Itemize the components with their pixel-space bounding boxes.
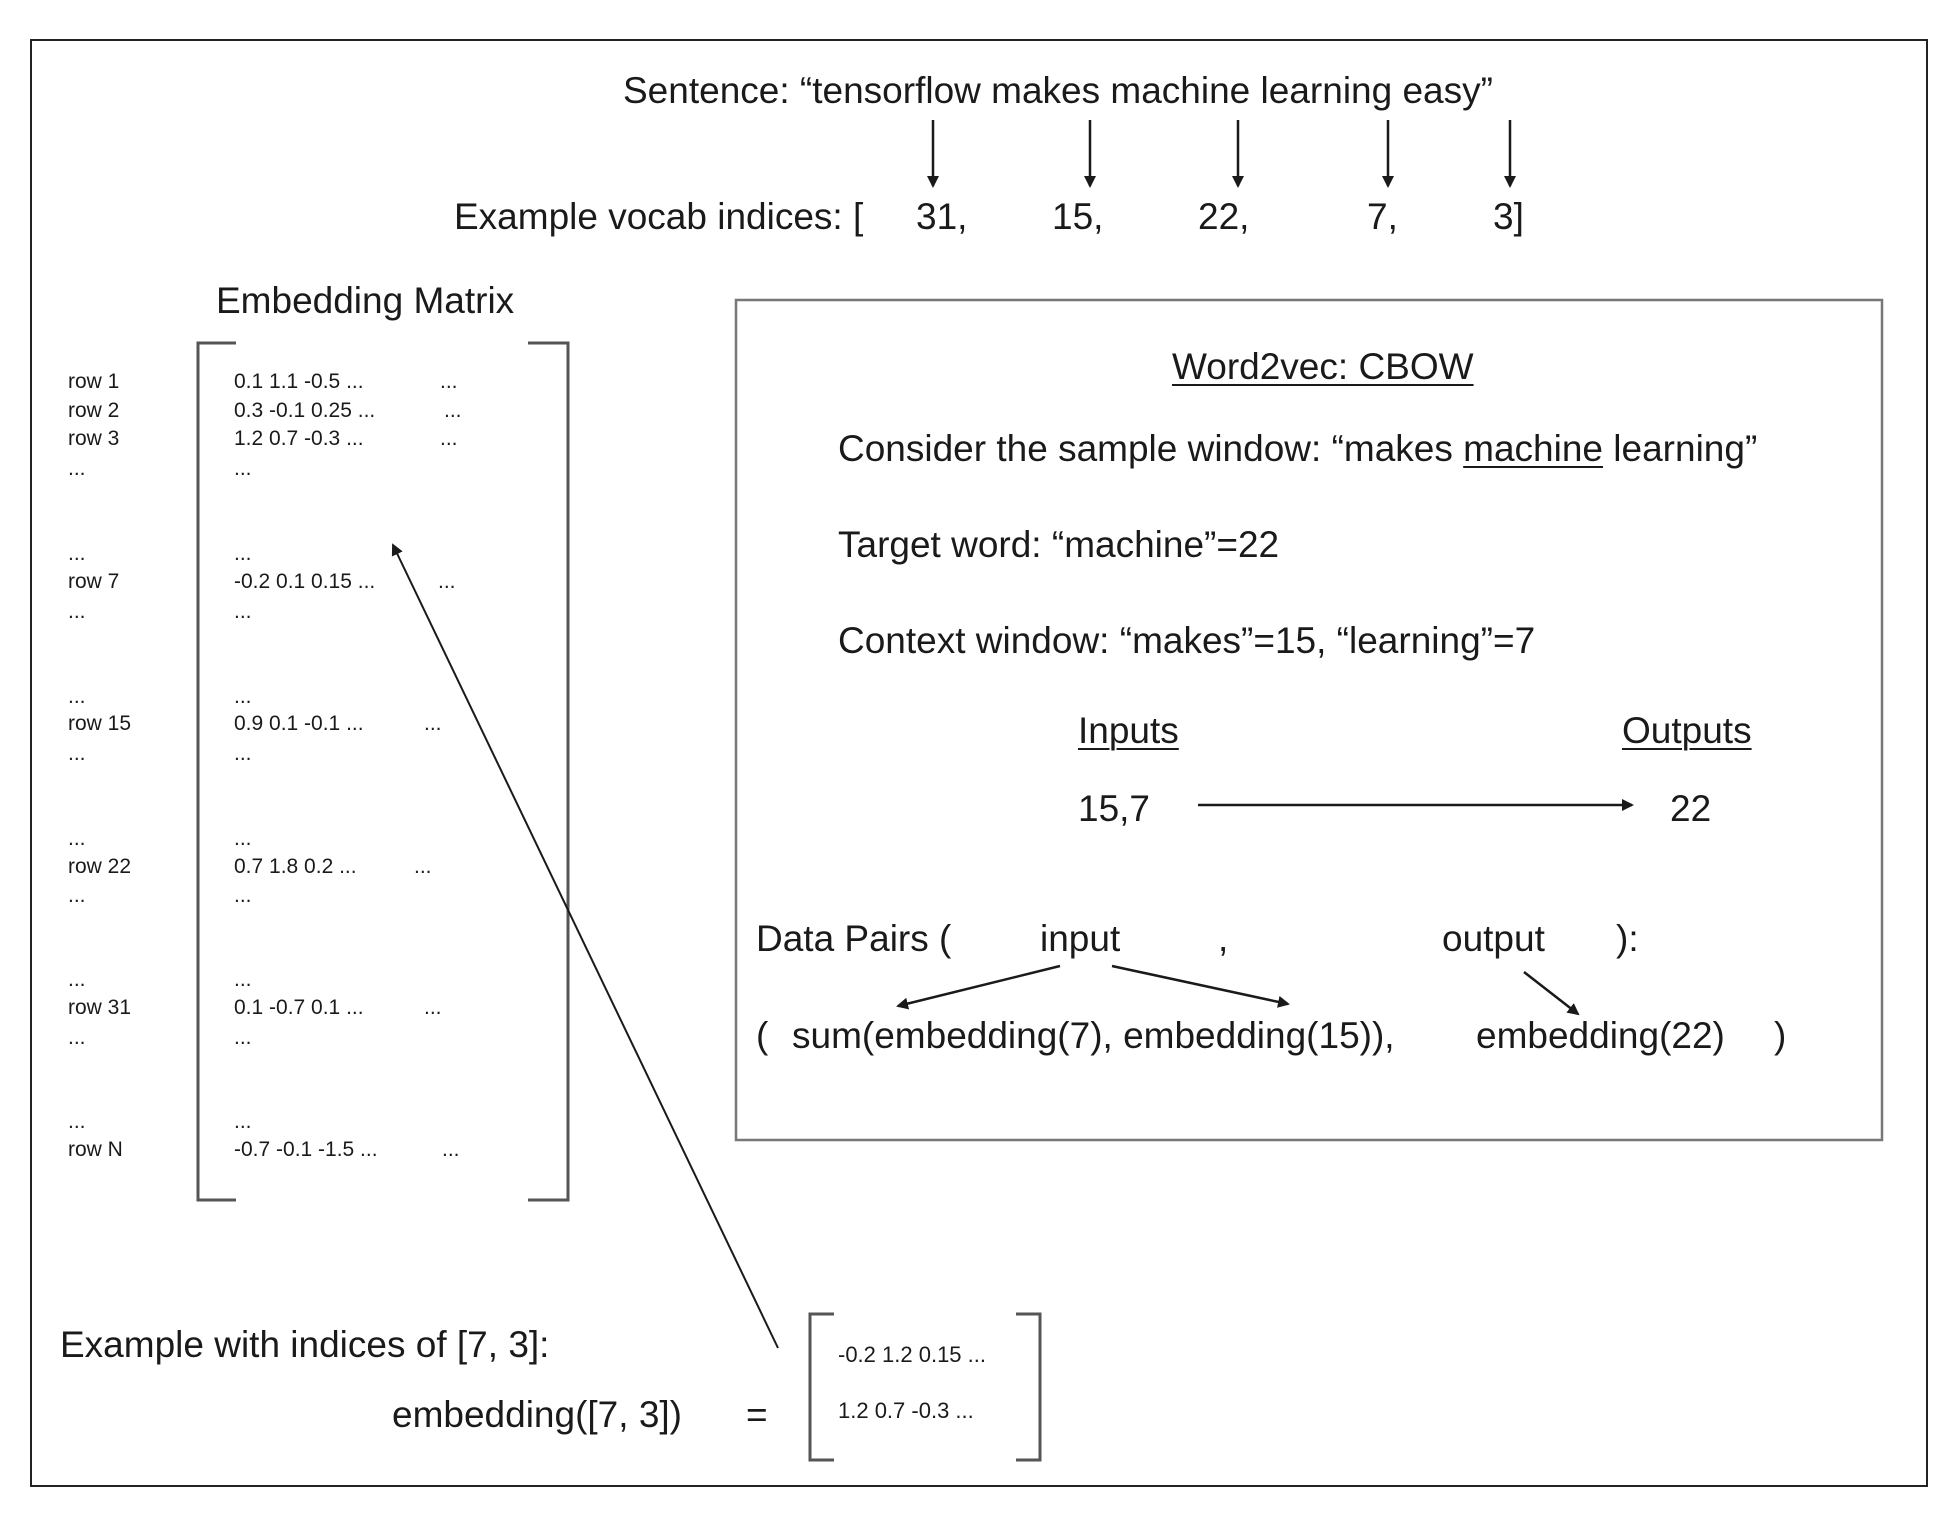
matrix-row-tail: ... bbox=[440, 370, 458, 393]
outer-frame bbox=[30, 39, 1928, 1487]
matrix-row-values: 0.9 0.1 -0.1 ... bbox=[234, 712, 364, 735]
pairs-input: input bbox=[1040, 918, 1121, 959]
cbow-target-line: Target word: “machine”=22 bbox=[838, 524, 1280, 565]
matrix-row-label: ... bbox=[68, 742, 86, 765]
example-equals: = bbox=[746, 1394, 768, 1435]
matrix-row-values: 0.1 1.1 -0.5 ... bbox=[234, 370, 364, 393]
matrix-row-label: ... bbox=[68, 600, 86, 623]
result-row-1: -0.2 1.2 0.15 ... bbox=[838, 1342, 986, 1367]
result-left-bracket bbox=[808, 1312, 834, 1462]
matrix-row-label: row 3 bbox=[68, 427, 120, 450]
matrix-row-values: ... bbox=[234, 1110, 252, 1133]
pairs-comma: , bbox=[1218, 918, 1229, 959]
pairs-open: Data Pairs ( bbox=[756, 918, 952, 959]
cbow-box bbox=[734, 298, 1884, 1142]
matrix-row-values: ... bbox=[234, 457, 252, 480]
matrix-row-tail: ... bbox=[424, 712, 442, 735]
matrix-row-values: 1.2 0.7 -0.3 ... bbox=[234, 427, 364, 450]
matrix-row-label: ... bbox=[68, 827, 86, 850]
matrix-row-values: ... bbox=[234, 685, 252, 708]
matrix-title: Embedding Matrix bbox=[216, 280, 515, 321]
matrix-row-label: row N bbox=[68, 1138, 123, 1161]
matrix-row-label: ... bbox=[68, 685, 86, 708]
window-suffix: learning” bbox=[1603, 428, 1758, 469]
matrix-row-tail: ... bbox=[444, 399, 462, 422]
matrix-row-values: ... bbox=[234, 968, 252, 991]
matrix-row-values: ... bbox=[234, 884, 252, 907]
matrix-row-values: 0.3 -0.1 0.25 ... bbox=[234, 399, 376, 422]
window-target: machine bbox=[1463, 428, 1604, 469]
matrix-row-label: ... bbox=[68, 884, 86, 907]
inputs-label: Inputs bbox=[1078, 710, 1179, 751]
arrow-input-right bbox=[1111, 964, 1290, 1008]
matrix-row-label: row 2 bbox=[68, 399, 120, 422]
matrix-row-tail: ... bbox=[438, 570, 456, 593]
matrix-row-values: ... bbox=[234, 1026, 252, 1049]
matrix-row-label: row 31 bbox=[68, 996, 132, 1019]
matrix-row-label: ... bbox=[68, 542, 86, 565]
example-label: Example with indices of [7, 3]: bbox=[60, 1324, 550, 1365]
outputs-value: 22 bbox=[1670, 788, 1712, 829]
arrow-input-left bbox=[896, 964, 1061, 1010]
matrix-row-label: row 1 bbox=[68, 370, 120, 393]
pairs-close: ): bbox=[1616, 918, 1639, 959]
pair-open: ( bbox=[756, 1015, 769, 1056]
example-expr: embedding([7, 3]) bbox=[392, 1394, 683, 1435]
vocab-index-3: 3] bbox=[1493, 196, 1524, 237]
vocab-index-7: 7, bbox=[1367, 196, 1398, 237]
matrix-row-label: row 7 bbox=[68, 570, 120, 593]
matrix-row-label: ... bbox=[68, 968, 86, 991]
matrix-row-values: ... bbox=[234, 742, 252, 765]
matrix-right-bracket bbox=[528, 341, 570, 1202]
window-prefix: Consider the sample window: “makes bbox=[838, 428, 1464, 469]
inputs-value: 15,7 bbox=[1078, 788, 1151, 829]
matrix-row-values: 0.7 1.8 0.2 ... bbox=[234, 855, 357, 878]
pairs-output: output bbox=[1442, 918, 1545, 959]
matrix-row-label: row 15 bbox=[68, 712, 132, 735]
cbow-title: Word2vec: CBOW bbox=[1172, 346, 1474, 387]
matrix-row-label: ... bbox=[68, 1026, 86, 1049]
cbow-context-line: Context window: “makes”=15, “learning”=7 bbox=[838, 620, 1536, 661]
matrix-row-tail: ... bbox=[424, 996, 442, 1019]
vocab-index-22: 22, bbox=[1198, 196, 1250, 237]
pair-input-expr: sum(embedding(7), embedding(15)), bbox=[792, 1015, 1395, 1056]
vocab-index-31: 31, bbox=[916, 196, 968, 237]
pair-close: ) bbox=[1774, 1015, 1787, 1056]
vocab-index-15: 15, bbox=[1052, 196, 1104, 237]
matrix-row-label: row 22 bbox=[68, 855, 132, 878]
matrix-row-values: 0.1 -0.7 0.1 ... bbox=[234, 996, 364, 1019]
matrix-left-bracket bbox=[196, 341, 236, 1202]
cbow-window-line: Consider the sample window: “makes machi… bbox=[838, 428, 1757, 470]
arrow-example-to-row7 bbox=[391, 543, 779, 1349]
matrix-row-values: ... bbox=[234, 542, 252, 565]
arrow-output bbox=[1523, 971, 1580, 1016]
sentence-text: “tensorflow makes machine learning easy” bbox=[799, 70, 1493, 111]
sentence-line: Sentence: “tensorflow makes machine lear… bbox=[623, 70, 1493, 112]
vocab-label: Example vocab indices: [ bbox=[454, 196, 864, 237]
matrix-row-label: ... bbox=[68, 1110, 86, 1133]
outputs-label: Outputs bbox=[1622, 710, 1752, 751]
pair-output-expr: embedding(22) bbox=[1476, 1015, 1725, 1056]
sentence-label: Sentence: bbox=[623, 70, 790, 111]
matrix-row-tail: ... bbox=[442, 1138, 460, 1161]
result-right-bracket bbox=[1016, 1312, 1042, 1462]
matrix-row-label: ... bbox=[68, 457, 86, 480]
matrix-row-values: -0.2 0.1 0.15 ... bbox=[234, 570, 376, 593]
matrix-row-values: ... bbox=[234, 827, 252, 850]
matrix-row-values: ... bbox=[234, 600, 252, 623]
matrix-row-tail: ... bbox=[440, 427, 458, 450]
matrix-row-tail: ... bbox=[414, 855, 432, 878]
matrix-row-values: -0.7 -0.1 -1.5 ... bbox=[234, 1138, 378, 1161]
result-row-2: 1.2 0.7 -0.3 ... bbox=[838, 1398, 974, 1423]
